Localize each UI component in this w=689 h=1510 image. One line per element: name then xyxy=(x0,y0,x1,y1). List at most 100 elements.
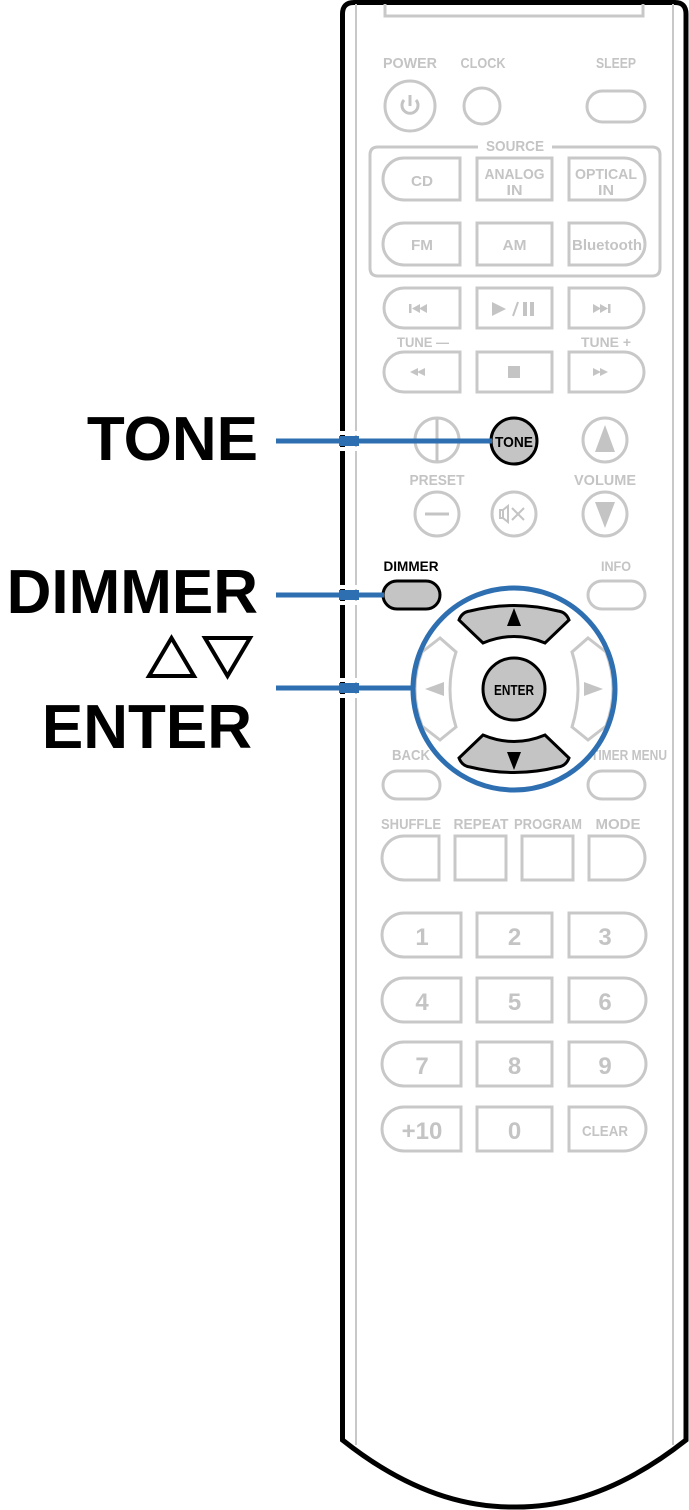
numpad-key-label: 1 xyxy=(415,924,428,951)
source-bluetooth-label: Bluetooth xyxy=(572,237,642,254)
source-am-label: AM xyxy=(503,237,527,254)
down-triangle-outline-icon xyxy=(201,636,254,680)
numpad-key-2[interactable]: 2 xyxy=(475,911,554,959)
sleep-label: SLEEP xyxy=(596,55,636,72)
clock-button[interactable] xyxy=(462,86,502,126)
volume-up-triangle-icon xyxy=(595,425,615,452)
preset-minus-button[interactable] xyxy=(413,490,461,538)
source-fm-button[interactable]: FM xyxy=(381,221,462,267)
source-group: SOURCE CD ANALOG IN OPTICAL IN FM A xyxy=(368,138,662,278)
callout-leader-lines xyxy=(276,438,618,793)
source-analog-in-button[interactable]: ANALOG IN xyxy=(475,156,554,202)
skip-forward-icon xyxy=(593,304,611,313)
numpad-key-5[interactable]: 5 xyxy=(475,976,554,1024)
volume-label: VOLUME xyxy=(574,472,636,489)
numpad-key-label: 0 xyxy=(508,1118,521,1145)
next-track-button[interactable] xyxy=(567,286,646,330)
numpad-key-6[interactable]: 6 xyxy=(567,976,648,1024)
source-cd-label: CD xyxy=(411,173,433,190)
preset-label: PRESET xyxy=(410,472,465,489)
tone-button[interactable]: TONE xyxy=(489,416,539,466)
mode-button[interactable] xyxy=(587,834,647,882)
source-bluetooth-button[interactable]: Bluetooth xyxy=(567,221,647,267)
cursor-up-button[interactable] xyxy=(457,604,571,645)
cursor-down-button[interactable] xyxy=(457,733,571,774)
tone-callout-label: TONE xyxy=(86,405,258,474)
sleep-button[interactable] xyxy=(585,89,647,124)
numpad-key-label: 6 xyxy=(598,989,611,1016)
source-analog-in-label: IN xyxy=(507,182,523,199)
volume-down-button[interactable] xyxy=(581,490,629,538)
fast-forward-icon xyxy=(593,368,608,376)
stop-button[interactable] xyxy=(475,350,554,394)
numpad-key-label: CLEAR xyxy=(582,1123,628,1140)
fast-forward-button[interactable] xyxy=(567,350,646,394)
numpad-key-4[interactable]: 4 xyxy=(380,976,463,1024)
stop-icon xyxy=(508,366,520,378)
numpad-key-1[interactable]: 1 xyxy=(380,911,463,959)
numpad-key-7[interactable]: 7 xyxy=(380,1040,463,1088)
power-icon xyxy=(400,95,420,115)
mode-label: MODE xyxy=(596,816,641,833)
right-arrow-icon xyxy=(584,682,603,696)
top-row: POWER CLOCK SLEEP xyxy=(383,55,647,133)
navigation-group: DIMMER INFO ENTER xyxy=(381,558,667,801)
numpad-key-label: 2 xyxy=(508,924,521,951)
volume-up-button[interactable] xyxy=(581,416,629,464)
numpad-key-label: 7 xyxy=(415,1053,428,1080)
left-arrow-icon xyxy=(425,682,444,696)
previous-track-button[interactable] xyxy=(382,286,462,330)
rewind-button[interactable] xyxy=(382,350,462,394)
numpad-key-8[interactable]: 8 xyxy=(475,1040,554,1088)
numpad-key-label: 5 xyxy=(508,989,521,1016)
dimmer-button[interactable] xyxy=(381,579,442,611)
program-button[interactable] xyxy=(520,834,575,882)
tune-plus-label: TUNE + xyxy=(581,334,631,350)
numpad: 1 2 3 4 5 6 7 8 9 +10 0 CLEAR xyxy=(380,911,648,1153)
transport-group: TUNE — TUNE + xyxy=(382,286,646,394)
clock-label: CLOCK xyxy=(461,55,506,72)
play-pause-button[interactable] xyxy=(475,286,554,330)
repeat-button[interactable] xyxy=(453,834,508,882)
enter-button[interactable]: ENTER xyxy=(481,656,547,722)
program-label: PROGRAM xyxy=(514,816,582,833)
back-button[interactable] xyxy=(381,769,442,801)
play-mode-group: SHUFFLE REPEAT PROGRAM MODE xyxy=(380,816,647,882)
numpad-key-plus10[interactable]: +10 xyxy=(380,1105,463,1153)
tune-minus-label: TUNE — xyxy=(397,334,449,350)
down-arrow-icon xyxy=(507,752,521,770)
source-group-label: SOURCE xyxy=(486,138,544,155)
power-button[interactable] xyxy=(383,79,437,133)
numpad-key-0[interactable]: 0 xyxy=(475,1105,554,1153)
up-arrow-icon xyxy=(507,608,521,626)
info-button[interactable] xyxy=(586,579,647,611)
enter-callout-label: ENTER xyxy=(41,693,252,762)
numpad-key-label: 4 xyxy=(415,989,429,1016)
source-group-frame xyxy=(368,145,662,278)
repeat-label: REPEAT xyxy=(454,816,509,833)
numpad-key-3[interactable]: 3 xyxy=(567,911,648,959)
mute-button[interactable] xyxy=(490,490,538,538)
numpad-key-label: 3 xyxy=(598,924,611,951)
dimmer-callout-label: DIMMER xyxy=(6,558,258,627)
numpad-key-9[interactable]: 9 xyxy=(567,1040,648,1088)
skip-back-icon xyxy=(409,304,427,313)
cursor-up-down-symbols xyxy=(145,634,254,680)
back-label: BACK xyxy=(392,747,430,764)
timer-menu-button[interactable] xyxy=(586,769,647,801)
source-optical-in-button[interactable]: OPTICAL IN xyxy=(567,156,647,202)
up-triangle-outline-icon xyxy=(145,634,198,678)
tone-button-label: TONE xyxy=(495,434,533,451)
source-am-button[interactable]: AM xyxy=(475,221,554,267)
numpad-key-label: 8 xyxy=(508,1053,521,1080)
timer-menu-label: TIMER MENU xyxy=(591,747,667,764)
enter-button-label: ENTER xyxy=(494,682,534,699)
numpad-key-label: +10 xyxy=(402,1118,443,1145)
numpad-key-clear[interactable]: CLEAR xyxy=(567,1105,648,1153)
play-pause-icon xyxy=(492,301,534,317)
shuffle-button[interactable] xyxy=(380,834,441,882)
volume-down-triangle-icon xyxy=(595,502,615,528)
source-cd-button[interactable]: CD xyxy=(381,156,462,202)
